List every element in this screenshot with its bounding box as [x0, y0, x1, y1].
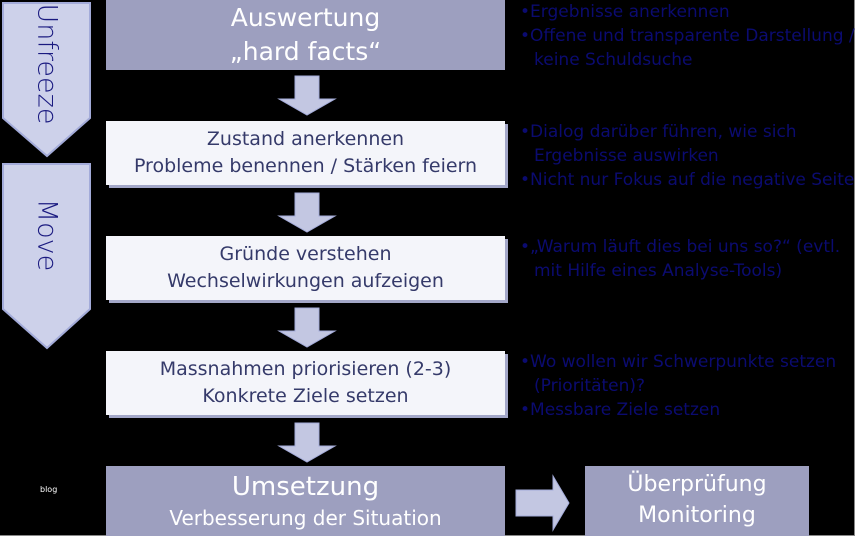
note-item: •Wo wollen wir Schwerpunkte setzen (Prio… [520, 352, 837, 396]
step-subtitle: Probleme benennen / Stärken feiern [133, 155, 478, 177]
unfreeze-label: Unfreeze [31, 3, 63, 125]
notes-gruende: •„Warum läuft dies bei uns so?“ (evtl. m… [520, 235, 850, 283]
step-subtitle: Monitoring [638, 503, 756, 528]
step-subtitle: Verbesserung der Situation [169, 505, 442, 530]
down-arrow-icon [277, 75, 337, 116]
down-arrow-icon [277, 422, 337, 463]
right-arrow-icon [515, 474, 570, 532]
notes-zustand: •Dialog darüber führen, wie sich Ergebni… [520, 120, 855, 192]
unfreeze-phase-arrow: Unfreeze [2, 2, 92, 158]
step-ueberpruefung: Überprüfung Monitoring [585, 466, 809, 536]
step-massnahmen: Massnahmen priorisieren (2-3) Konkrete Z… [106, 351, 505, 415]
step-subtitle: Wechselwirkungen aufzeigen [167, 270, 444, 292]
note-item: •Ergebnisse anerkennen [520, 2, 730, 22]
step-title: Gründe verstehen [219, 243, 392, 266]
move-label: Move [31, 198, 63, 272]
step-auswertung: Auswertung „hard facts“ [106, 0, 505, 70]
step-subtitle: Konkrete Ziele setzen [202, 385, 409, 407]
down-arrow-icon [277, 307, 337, 348]
watermark: blog [40, 485, 58, 494]
notes-massnahmen: •Wo wollen wir Schwerpunkte setzen (Prio… [520, 350, 855, 422]
step-umsetzung: Umsetzung Verbesserung der Situation [106, 466, 505, 536]
down-arrow-icon [277, 192, 337, 233]
step-title: Auswertung [230, 3, 381, 33]
move-phase-arrow: Move [2, 163, 92, 351]
note-item: •Messbare Ziele setzen [520, 400, 721, 420]
step-title: Umsetzung [231, 472, 380, 503]
notes-auswertung: •Ergebnisse anerkennen •Offene und trans… [520, 0, 855, 72]
note-item: •„Warum läuft dies bei uns so?“ (evtl. m… [520, 237, 841, 281]
note-item: •Nicht nur Fokus auf die negative Seite [520, 170, 855, 190]
note-item: •Dialog darüber führen, wie sich Ergebni… [520, 122, 797, 166]
step-title: Überprüfung [627, 472, 767, 498]
step-title: Zustand anerkennen [206, 128, 405, 151]
step-zustand: Zustand anerkennen Probleme benennen / S… [106, 121, 505, 185]
note-item: •Offene und transparente Darstellung / k… [520, 26, 855, 70]
step-title: Massnahmen priorisieren (2-3) [159, 358, 452, 381]
step-subtitle: „hard facts“ [229, 37, 382, 66]
step-gruende: Gründe verstehen Wechselwirkungen aufzei… [106, 236, 505, 300]
